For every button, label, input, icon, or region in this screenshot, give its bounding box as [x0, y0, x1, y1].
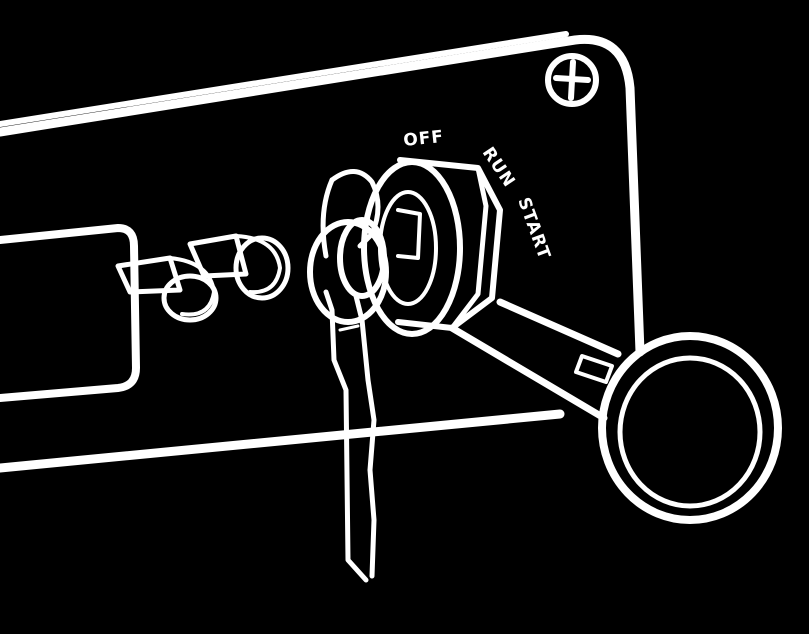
- dust-cap-tether: [448, 298, 622, 422]
- panel-cutout: [0, 224, 140, 402]
- toggle-switch-left: [115, 255, 219, 323]
- screw-icon: [545, 53, 599, 107]
- label-off: OFF: [402, 127, 445, 151]
- toggle-switch-right: [187, 233, 291, 301]
- panel-plate: [0, 31, 645, 473]
- label-start: START: [513, 195, 554, 263]
- dust-cap: [598, 332, 782, 524]
- key-icon: [307, 169, 389, 583]
